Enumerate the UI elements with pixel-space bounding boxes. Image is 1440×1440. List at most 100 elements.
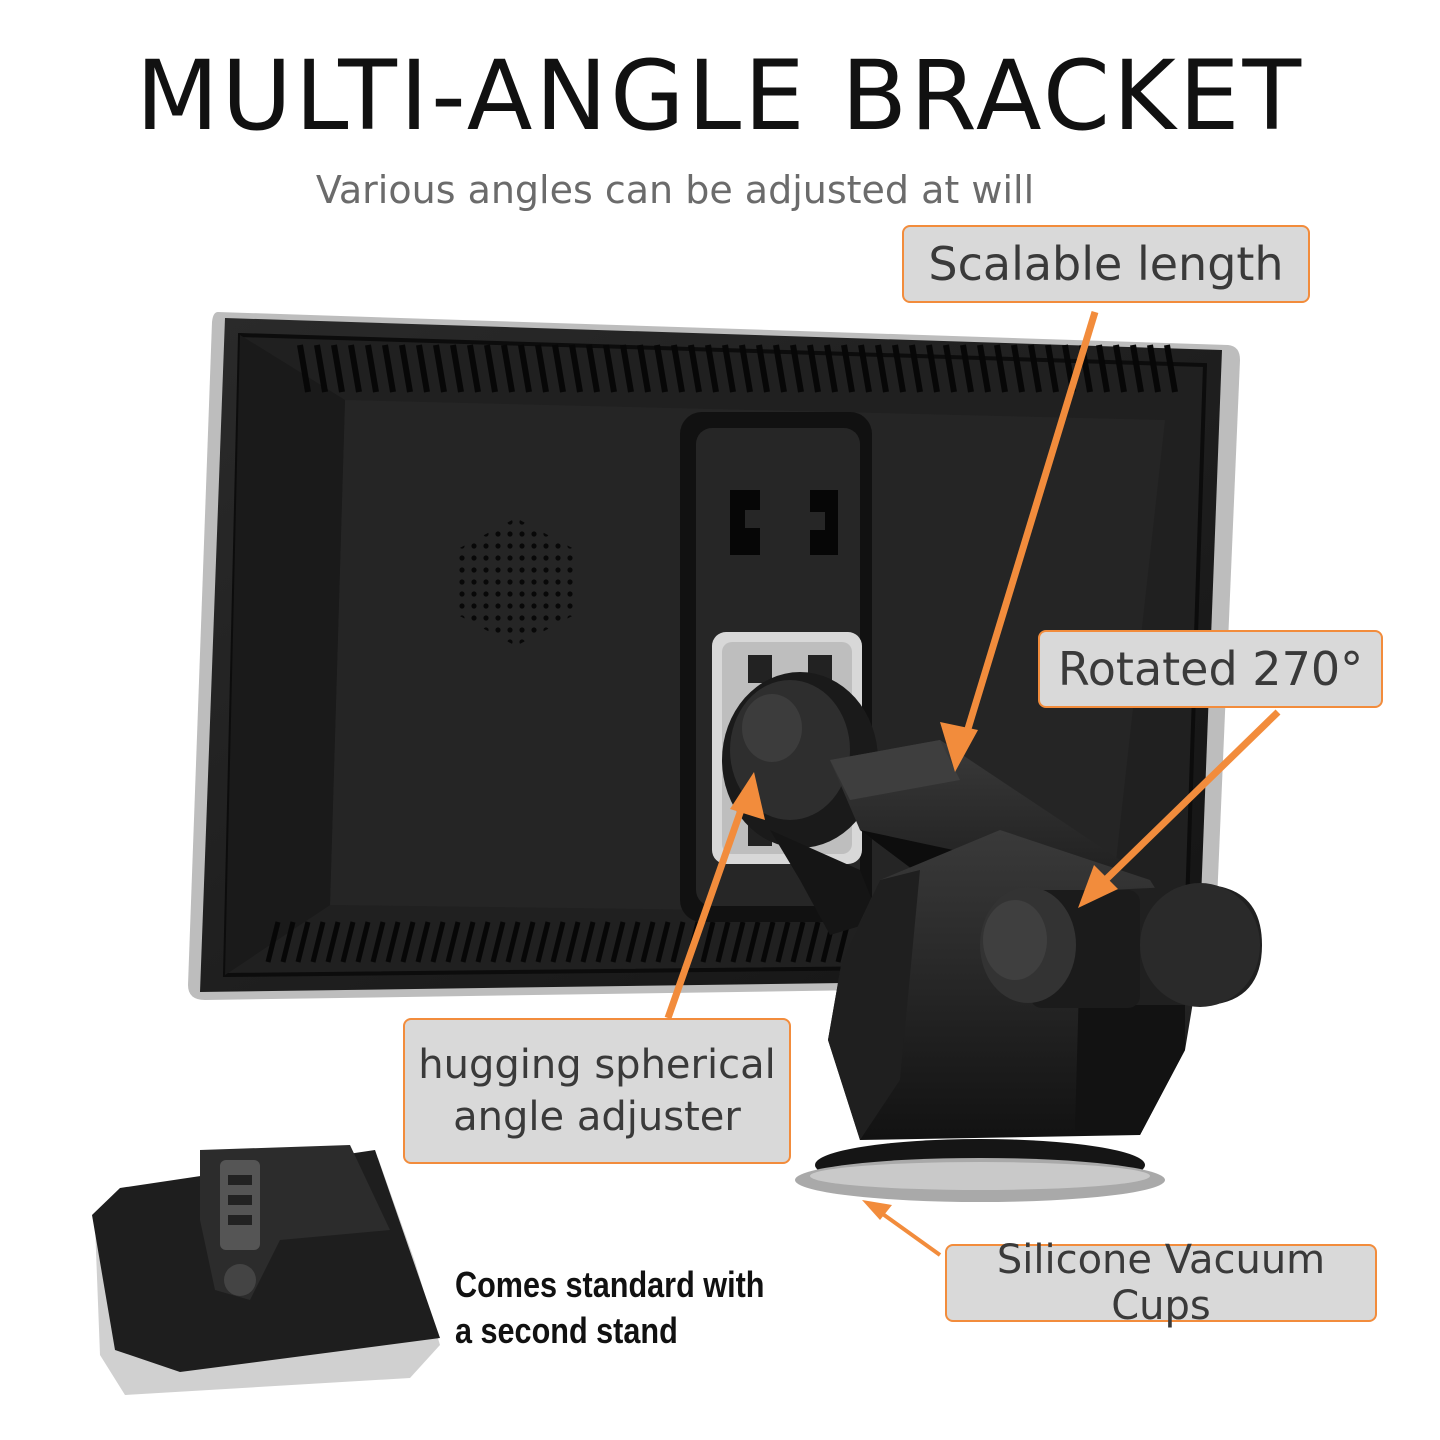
vent-slat — [1147, 344, 1161, 393]
vent-slat — [875, 344, 889, 393]
callout-scalable-length: Scalable length — [902, 225, 1310, 303]
vent-slat — [355, 921, 371, 963]
vent-slat — [490, 921, 506, 963]
vent-slat — [265, 921, 281, 963]
vent-slat — [688, 344, 702, 393]
callout-arrows — [664, 310, 1281, 1257]
vent-slat — [909, 344, 923, 393]
speaker-grill — [456, 518, 576, 646]
callout-vacuum-cups-text: Silicone Vacuum Cups — [996, 1237, 1326, 1329]
vent-slat — [610, 921, 626, 963]
vent-slat — [790, 921, 806, 963]
vent-slat — [415, 921, 431, 963]
callout-spherical-line1: hugging spherical — [418, 1042, 776, 1088]
vent-slat — [715, 921, 731, 963]
callout-spherical-line2: angle adjuster — [453, 1094, 741, 1140]
vent-slat — [790, 344, 804, 393]
vent-slat — [841, 344, 855, 393]
vent-slat — [943, 344, 957, 393]
vent-slat — [773, 344, 787, 393]
vent-slat — [382, 344, 396, 393]
vent-slat — [280, 921, 296, 963]
vent-slat — [1096, 344, 1110, 393]
vent-slat — [807, 344, 821, 393]
vent-slat — [535, 344, 549, 393]
vent-slat — [739, 344, 753, 393]
vent-slat — [348, 344, 362, 393]
vent-slat — [655, 921, 671, 963]
vent-slat — [484, 344, 498, 393]
vent-slat — [824, 344, 838, 393]
vent-slat — [722, 344, 736, 393]
vent-slat — [550, 921, 566, 963]
vent-slat — [430, 921, 446, 963]
vent-slat — [501, 344, 515, 393]
second-stand-line1: Comes standard with — [455, 1264, 765, 1305]
page-title: MULTI-ANGLE BRACKET — [135, 40, 1305, 152]
vent-slat — [331, 344, 345, 393]
vent-slat — [586, 344, 600, 393]
bottom-vents — [265, 921, 866, 963]
vent-slat — [1028, 344, 1042, 393]
callout-rotated-text: Rotated 270° — [1057, 642, 1364, 696]
vent-slat — [314, 344, 328, 393]
vent-slat — [1130, 344, 1144, 393]
vent-slat — [1011, 344, 1025, 393]
vent-slat — [340, 921, 356, 963]
rotation-knob — [980, 883, 1262, 1008]
vent-slat — [775, 921, 791, 963]
vent-slat — [603, 344, 617, 393]
second-stand-line2: a second stand — [455, 1310, 678, 1351]
vent-slat — [745, 921, 761, 963]
vent-slat — [625, 921, 641, 963]
callout-scalable-length-text: Scalable length — [928, 237, 1284, 291]
vent-slat — [1113, 344, 1127, 393]
vent-slat — [565, 921, 581, 963]
vent-slat — [552, 344, 566, 393]
vent-slat — [670, 921, 686, 963]
vent-slat — [400, 921, 416, 963]
callout-rotated: Rotated 270° — [1038, 630, 1383, 708]
vent-slat — [620, 344, 634, 393]
vent-slat — [365, 344, 379, 393]
vent-slat — [520, 921, 536, 963]
vent-slat — [580, 921, 596, 963]
vent-slat — [705, 344, 719, 393]
top-vents — [297, 344, 1178, 393]
vent-slat — [518, 344, 532, 393]
vent-slat — [416, 344, 430, 393]
vent-slat — [994, 344, 1008, 393]
vent-slat — [977, 344, 991, 393]
callout-spherical-adjuster: hugging spherical angle adjuster — [403, 1018, 791, 1164]
vent-slat — [760, 921, 776, 963]
vent-slat — [637, 344, 651, 393]
callout-vacuum-cups: Silicone Vacuum Cups — [945, 1237, 1377, 1329]
vent-slat — [310, 921, 326, 963]
vent-slat — [399, 344, 413, 393]
vent-slat — [569, 344, 583, 393]
vent-slat — [295, 921, 311, 963]
vent-slat — [475, 921, 491, 963]
vent-slat — [756, 344, 770, 393]
vent-slat — [654, 344, 668, 393]
vent-slat — [730, 921, 746, 963]
vent-slat — [960, 344, 974, 393]
vent-slat — [445, 921, 461, 963]
vent-slat — [640, 921, 656, 963]
vent-slat — [671, 344, 685, 393]
vent-slat — [467, 344, 481, 393]
second-stand-note: Comes standard with a second stand — [455, 1262, 778, 1354]
vent-slat — [926, 344, 940, 393]
vent-slat — [370, 921, 386, 963]
vent-slat — [433, 344, 447, 393]
vent-slat — [450, 344, 464, 393]
vent-slat — [892, 344, 906, 393]
vent-slat — [1164, 344, 1178, 393]
vent-slat — [858, 344, 872, 393]
vent-slat — [297, 344, 311, 393]
vent-slat — [1045, 344, 1059, 393]
second-stand — [92, 1145, 440, 1395]
vent-slat — [325, 921, 341, 963]
page-subtitle: Various angles can be adjusted at will — [315, 168, 1035, 212]
